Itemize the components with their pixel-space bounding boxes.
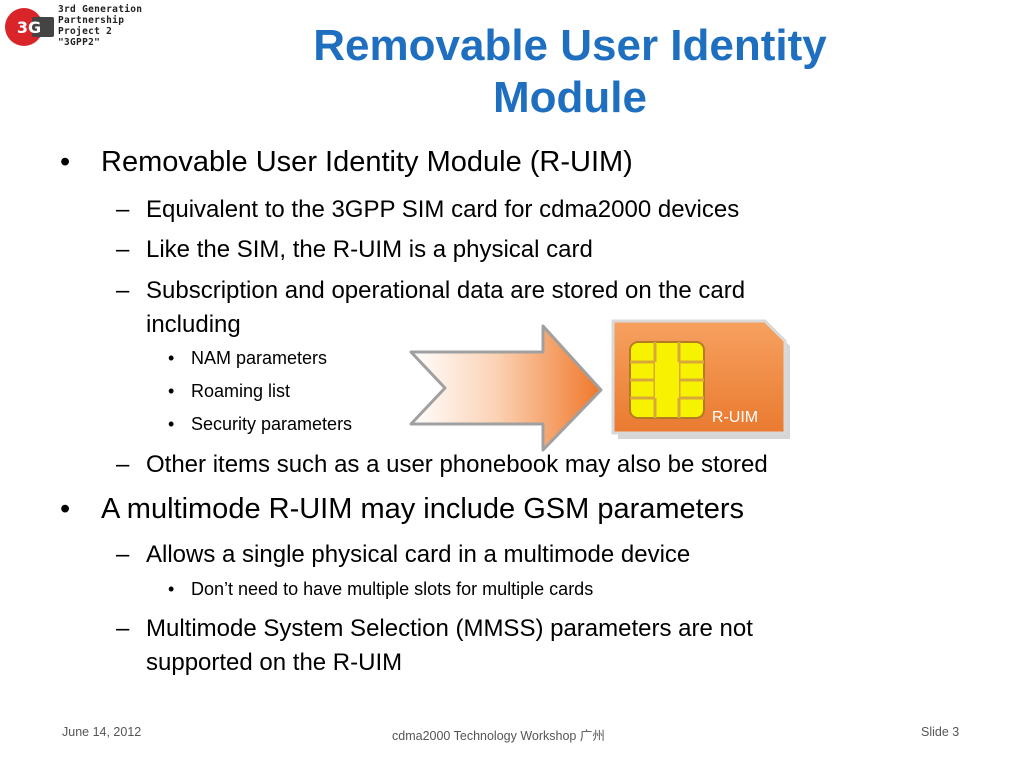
bullet-dash: – bbox=[116, 451, 130, 478]
bullet-dash: – bbox=[116, 236, 130, 263]
bullet-level2-phonebook: Other items such as a user phonebook may… bbox=[146, 451, 768, 478]
logo-line-4: "3GPP2" bbox=[58, 37, 101, 48]
logo-3gpp2: 3G 3rd Generation Partnership Project 2 … bbox=[4, 4, 174, 52]
logo-badge-icon: 3G bbox=[5, 8, 54, 46]
bullet-level2-mmss-line-2: supported on the R-UIM bbox=[146, 649, 403, 676]
bullet-dash: – bbox=[116, 541, 130, 568]
slide-title-line-2: Module bbox=[493, 73, 647, 122]
bullet-dot: • bbox=[60, 146, 71, 178]
bullet-level3-slots: Don’t need to have multiple slots for mu… bbox=[191, 579, 594, 599]
footer-date: June 14, 2012 bbox=[62, 725, 142, 739]
bullet-dot: • bbox=[60, 493, 71, 525]
logo-text: 3rd Generation Partnership Project 2 "3G… bbox=[58, 4, 142, 48]
sim-card-label: R-UIM bbox=[712, 409, 758, 426]
r-uim-graphic: R-UIM bbox=[409, 319, 790, 452]
bullet-level2-subscription-line-1: Subscription and operational data are st… bbox=[146, 277, 746, 304]
bullet-level2-equivalent: Equivalent to the 3GPP SIM card for cdma… bbox=[146, 196, 740, 223]
logo-line-1: 3rd Generation bbox=[58, 4, 143, 15]
footer-title: cdma2000 Technology Workshop 广州 bbox=[392, 729, 605, 743]
bullet-level3-nam: NAM parameters bbox=[191, 348, 328, 368]
bullet-dot: • bbox=[168, 381, 175, 401]
slide-title: Removable User Identity Module bbox=[250, 20, 890, 124]
bullet-level2-mmss-line-1: Multimode System Selection (MMSS) parame… bbox=[146, 615, 753, 642]
footer-slide-number: Slide 3 bbox=[921, 725, 960, 739]
bullet-level1-r-uim: Removable User Identity Module (R-UIM) bbox=[101, 146, 633, 178]
bullet-dot: • bbox=[168, 414, 175, 434]
bullet-level2-single-card: Allows a single physical card in a multi… bbox=[146, 541, 691, 568]
bullet-dash: – bbox=[116, 196, 130, 223]
bullet-dash: – bbox=[116, 277, 130, 304]
logo-line-2: Partnership bbox=[58, 15, 125, 26]
sim-chip-icon bbox=[629, 341, 705, 419]
bullet-level3-security: Security parameters bbox=[191, 414, 353, 434]
bullet-level1-multimode: A multimode R-UIM may include GSM parame… bbox=[101, 493, 745, 525]
slide-title-line-1: Removable User Identity bbox=[313, 21, 827, 70]
bullet-dot: • bbox=[168, 348, 175, 368]
bullet-level3-roaming: Roaming list bbox=[191, 381, 291, 401]
bullet-dot: • bbox=[168, 579, 175, 599]
bullet-dash: – bbox=[116, 615, 130, 642]
arrow-right-icon bbox=[409, 324, 603, 452]
logo-badge-text: 3G bbox=[17, 18, 41, 37]
bullet-level2-physical-card: Like the SIM, the R-UIM is a physical ca… bbox=[146, 236, 593, 263]
sim-card-icon: R-UIM bbox=[611, 319, 790, 439]
logo-line-3: Project 2 bbox=[58, 26, 113, 37]
bullet-level2-subscription-line-2: including bbox=[146, 311, 241, 338]
